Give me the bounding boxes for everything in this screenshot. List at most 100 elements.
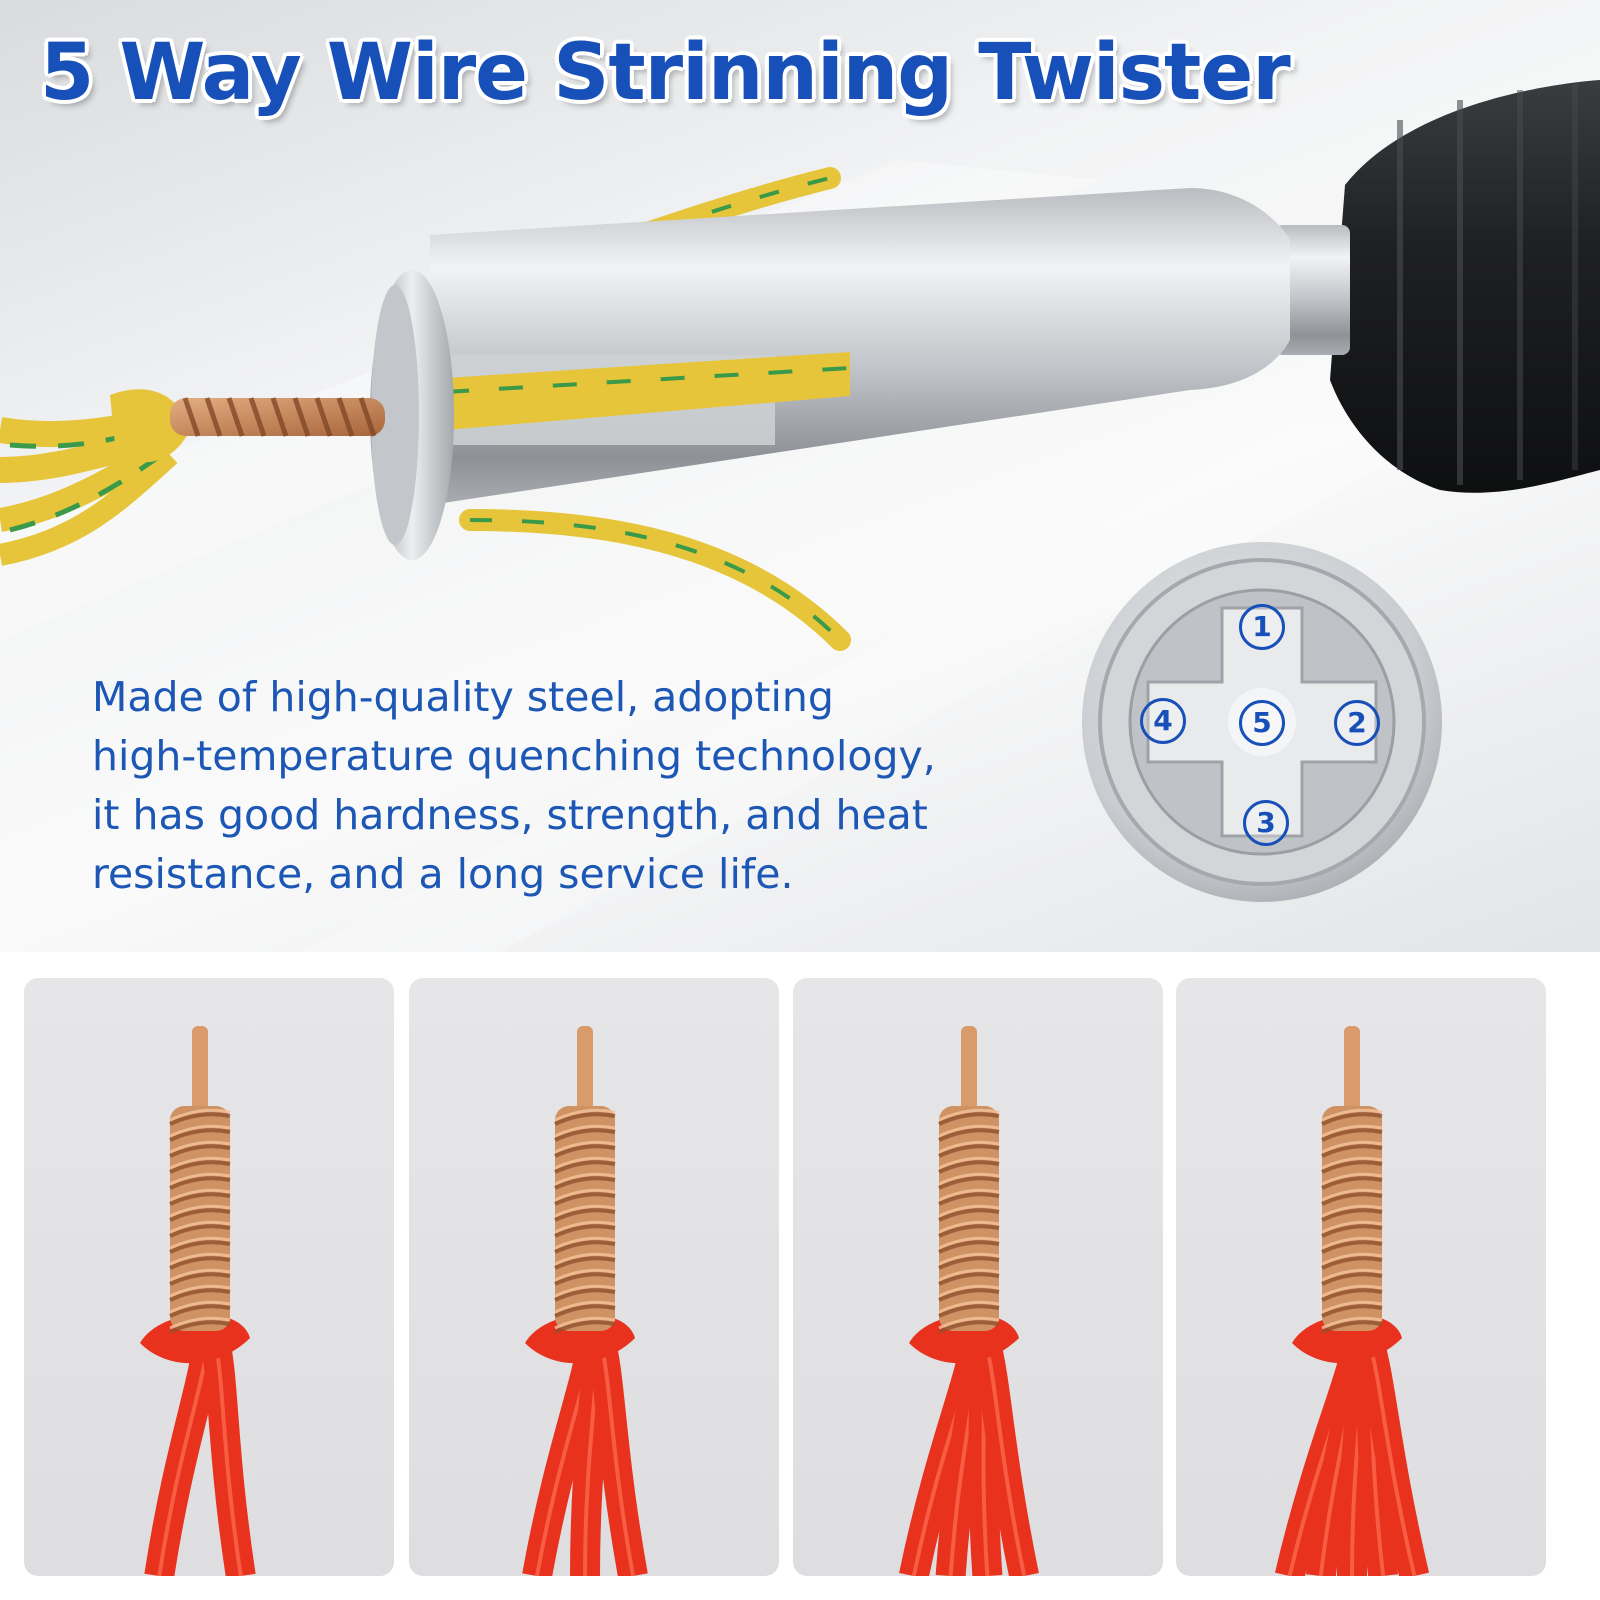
coil-turn bbox=[554, 1176, 616, 1190]
coil-shine bbox=[554, 1268, 616, 1282]
description-line: it has good hardness, strength, and heat bbox=[92, 791, 928, 839]
coil-shine bbox=[169, 1300, 231, 1314]
coil-shine bbox=[169, 1140, 231, 1154]
coil-shine bbox=[169, 1156, 231, 1170]
coil-turn bbox=[938, 1128, 1000, 1142]
coil-turn bbox=[554, 1240, 616, 1254]
coil-turn bbox=[554, 1112, 616, 1126]
coil-turn bbox=[554, 1320, 616, 1334]
coil-turn bbox=[169, 1320, 231, 1334]
coil-turn bbox=[169, 1304, 231, 1318]
coil-shine bbox=[938, 1220, 1000, 1234]
coil-turn bbox=[1321, 1128, 1383, 1142]
coil-shine bbox=[169, 1108, 231, 1122]
coil-shine bbox=[1321, 1124, 1383, 1138]
coil-shine bbox=[938, 1188, 1000, 1202]
coil-shine bbox=[169, 1252, 231, 1266]
coil-turn bbox=[169, 1240, 231, 1254]
slot-number-4: 4 bbox=[1140, 698, 1186, 744]
coil-shine bbox=[938, 1172, 1000, 1186]
coil-shine bbox=[1321, 1172, 1383, 1186]
coil-turn bbox=[554, 1256, 616, 1270]
coil-turn bbox=[938, 1192, 1000, 1206]
coil-turn bbox=[1321, 1192, 1383, 1206]
coil-turn bbox=[554, 1304, 616, 1318]
coil-shine bbox=[938, 1252, 1000, 1266]
coil-turn bbox=[169, 1192, 231, 1206]
coil-shine bbox=[554, 1124, 616, 1138]
coil-shine bbox=[169, 1284, 231, 1298]
coil-turn bbox=[554, 1192, 616, 1206]
coil-turn bbox=[169, 1112, 231, 1126]
coil-shine bbox=[1321, 1108, 1383, 1122]
coil-turn bbox=[1321, 1288, 1383, 1302]
coil-shine bbox=[938, 1124, 1000, 1138]
coil-shine bbox=[169, 1236, 231, 1250]
coil-turn bbox=[554, 1224, 616, 1238]
description-line: resistance, and a long service life. bbox=[92, 850, 794, 898]
description-line: Made of high-quality steel, adopting bbox=[92, 673, 834, 721]
coil-shine bbox=[938, 1300, 1000, 1314]
twisted-wire-end bbox=[0, 389, 385, 566]
copper-core bbox=[961, 1026, 977, 1116]
coil-shine bbox=[1321, 1284, 1383, 1298]
coil-shine bbox=[938, 1316, 1000, 1330]
coil-turn bbox=[938, 1224, 1000, 1238]
coil-shine bbox=[1321, 1268, 1383, 1282]
coil-shine bbox=[1321, 1140, 1383, 1154]
coil-turn bbox=[554, 1160, 616, 1174]
coil-turn bbox=[169, 1160, 231, 1174]
coil-turn bbox=[554, 1128, 616, 1142]
coil-shine bbox=[1321, 1300, 1383, 1314]
coil-turn bbox=[169, 1288, 231, 1302]
coil-turn bbox=[938, 1320, 1000, 1334]
coil-turn bbox=[1321, 1112, 1383, 1126]
coil-shine bbox=[169, 1220, 231, 1234]
coil-shine bbox=[554, 1220, 616, 1234]
coil-shine bbox=[169, 1268, 231, 1282]
coil-turn bbox=[938, 1240, 1000, 1254]
coil-turn bbox=[1321, 1224, 1383, 1238]
drill-chuck bbox=[1275, 80, 1600, 493]
coil-turn bbox=[169, 1256, 231, 1270]
coil-shine bbox=[554, 1316, 616, 1330]
coil-shine bbox=[1321, 1204, 1383, 1218]
coil-turn bbox=[938, 1288, 1000, 1302]
coil-turn bbox=[554, 1288, 616, 1302]
coil-shine bbox=[554, 1252, 616, 1266]
twisted-wire-illustration bbox=[1274, 1026, 1430, 1576]
coil-shine bbox=[1321, 1156, 1383, 1170]
coil-turn bbox=[169, 1224, 231, 1238]
coil-turn bbox=[169, 1208, 231, 1222]
coil-shine bbox=[169, 1316, 231, 1330]
coil-turn bbox=[1321, 1304, 1383, 1318]
copper-core bbox=[577, 1026, 593, 1116]
coil-shine bbox=[169, 1124, 231, 1138]
coil-turn bbox=[938, 1256, 1000, 1270]
coil-shine bbox=[938, 1236, 1000, 1250]
coil-shine bbox=[554, 1188, 616, 1202]
coil-turn bbox=[938, 1176, 1000, 1190]
copper-core bbox=[1344, 1026, 1360, 1116]
coil-turn bbox=[938, 1304, 1000, 1318]
description-text: Made of high-quality steel, adopting hig… bbox=[92, 668, 1102, 904]
coil-shine bbox=[938, 1140, 1000, 1154]
twisted-wire-illustration bbox=[522, 1026, 648, 1576]
coil-turn bbox=[938, 1160, 1000, 1174]
example-panel-2-wires bbox=[24, 978, 394, 1576]
example-panel-3-wires bbox=[409, 978, 779, 1576]
coil-shine bbox=[1321, 1236, 1383, 1250]
coil-shine bbox=[1321, 1188, 1383, 1202]
coil-turn bbox=[554, 1272, 616, 1286]
description-line: high-temperature quenching technology, bbox=[92, 732, 936, 780]
coil-shine bbox=[169, 1204, 231, 1218]
twister-bit bbox=[370, 188, 1290, 560]
slot-number-3: 3 bbox=[1243, 800, 1289, 846]
coil-turn bbox=[938, 1144, 1000, 1158]
coil-shine bbox=[554, 1172, 616, 1186]
twisted-wire-illustration bbox=[140, 1026, 256, 1576]
coil-turn bbox=[1321, 1160, 1383, 1174]
coil-shine bbox=[554, 1284, 616, 1298]
coil-turn bbox=[1321, 1208, 1383, 1222]
coil-shine bbox=[554, 1204, 616, 1218]
